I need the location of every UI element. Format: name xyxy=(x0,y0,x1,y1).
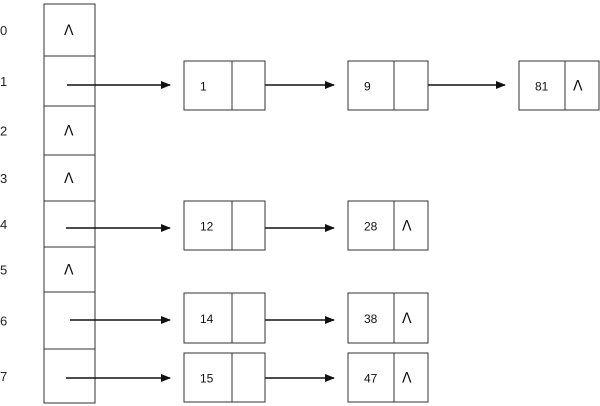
list-node: 38 Λ xyxy=(347,292,429,344)
bucket-index-label: 6 xyxy=(0,314,7,329)
bucket-cell-2 xyxy=(43,105,96,156)
list-node: 81 Λ xyxy=(518,60,600,111)
bucket-index-label: 5 xyxy=(0,263,7,278)
node-pointer-cell xyxy=(231,60,266,111)
bucket-index-label: 4 xyxy=(0,217,7,232)
null-pointer-symbol: Λ xyxy=(64,263,74,279)
node-value-cell xyxy=(183,292,233,344)
bucket-cell-3 xyxy=(43,154,96,202)
node-value-label: 15 xyxy=(200,372,214,386)
node-value-label: 38 xyxy=(364,312,378,326)
node-value-cell xyxy=(183,60,233,111)
list-node: 9 xyxy=(347,60,429,111)
bucket-cell-7 xyxy=(43,348,96,404)
list-node: 1 xyxy=(183,60,266,111)
node-value-label: 9 xyxy=(364,80,371,94)
bucket-index-label: 0 xyxy=(0,23,7,38)
list-node: 15 xyxy=(183,352,266,403)
null-pointer-symbol: Λ xyxy=(64,23,74,39)
pointer-arrows xyxy=(66,81,506,382)
node-value-cell xyxy=(347,60,395,111)
bucket-index-label: 3 xyxy=(0,171,7,186)
node-value-label: 47 xyxy=(364,372,378,386)
node-value-label: 12 xyxy=(200,220,214,234)
node-value-label: 14 xyxy=(200,312,214,326)
bucket-index-label: 2 xyxy=(0,124,7,139)
node-pointer-cell xyxy=(231,200,266,251)
list-node: 14 xyxy=(183,292,266,344)
node-value-cell xyxy=(347,200,395,251)
node-value-cell xyxy=(518,60,566,111)
node-pointer-cell xyxy=(393,292,429,344)
null-pointer-symbol: Λ xyxy=(402,219,412,235)
list-node: 28 Λ xyxy=(347,200,429,251)
bucket-cell-5 xyxy=(43,246,96,293)
bucket-cell-1 xyxy=(43,55,96,107)
node-pointer-cell xyxy=(564,60,600,111)
node-pointer-cell xyxy=(393,60,429,111)
list-node: 12 xyxy=(183,200,266,251)
null-pointer-symbol: Λ xyxy=(402,371,412,387)
bucket-index-label: 1 xyxy=(0,74,7,89)
bucket-cell-0 xyxy=(43,3,96,57)
null-pointer-symbol: Λ xyxy=(64,124,74,140)
node-value-cell xyxy=(347,352,395,403)
node-pointer-cell xyxy=(231,292,266,344)
list-node: 47 Λ xyxy=(347,352,429,403)
node-value-label: 81 xyxy=(535,80,549,94)
node-value-cell xyxy=(183,200,233,251)
bucket-cell-4 xyxy=(43,200,96,248)
node-pointer-cell xyxy=(231,352,266,403)
node-value-label: 28 xyxy=(364,220,378,234)
node-value-label: 1 xyxy=(200,80,207,94)
node-pointer-cell xyxy=(393,200,429,251)
bucket-index-label: 7 xyxy=(0,369,7,384)
null-pointer-symbol: Λ xyxy=(64,171,74,187)
null-pointer-symbol: Λ xyxy=(573,79,583,95)
node-pointer-cell xyxy=(393,352,429,403)
null-pointer-symbol: Λ xyxy=(402,311,412,327)
